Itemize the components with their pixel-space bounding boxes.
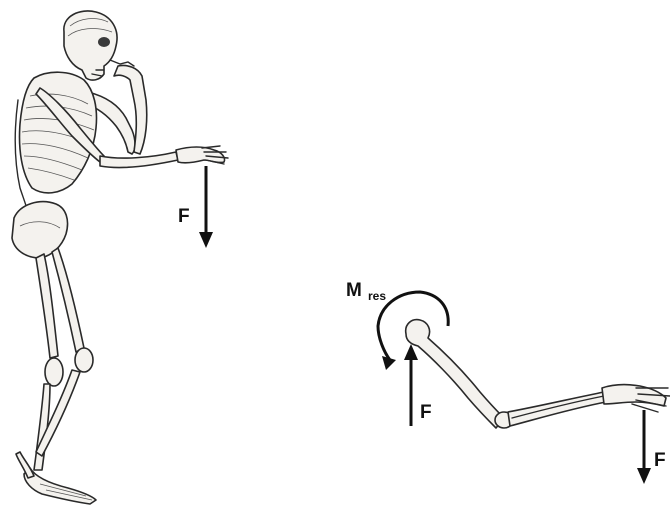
legs [16, 248, 96, 504]
force-arrow-hand [637, 410, 651, 484]
arm-bones-illustration [406, 320, 670, 428]
moment-label: M [346, 280, 362, 301]
moment-label-subscript: res [368, 289, 386, 303]
moment-label-main: M [346, 280, 362, 301]
force-arrow-left [199, 166, 213, 248]
force-label-left: F [178, 206, 190, 227]
skull [64, 11, 117, 80]
skeleton-illustration [12, 11, 228, 504]
force-label-shoulder: F [420, 402, 432, 423]
force-label-hand: F [654, 450, 666, 471]
force-arrow-shoulder [404, 344, 418, 426]
